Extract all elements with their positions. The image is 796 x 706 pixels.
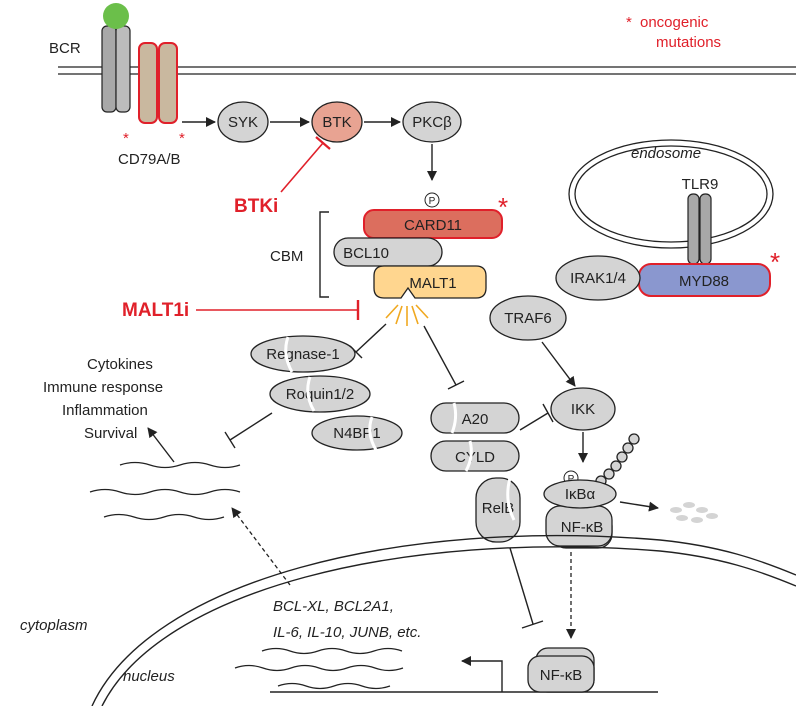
endosome-outer bbox=[568, 139, 774, 249]
legend-line1: oncogenic bbox=[640, 14, 709, 31]
roquin-label: Roquin1/2 bbox=[286, 386, 354, 403]
regnase-label: Regnase-1 bbox=[266, 346, 339, 363]
pkcb-label: PKCβ bbox=[412, 114, 452, 131]
arrow-traf6-ikk bbox=[541, 341, 576, 387]
regnase-node bbox=[250, 335, 356, 373]
relb-inhibits-bar bbox=[521, 620, 544, 629]
genes-line2: IL-6, IL-10, JUNB, etc. bbox=[273, 624, 421, 641]
ubiquitin-chain bbox=[595, 433, 640, 487]
traf6-label: TRAF6 bbox=[504, 310, 552, 327]
tlr9-label: TLR9 bbox=[682, 176, 719, 193]
card11-phospho-label: P bbox=[429, 196, 436, 207]
cd79-complex bbox=[138, 42, 178, 124]
cd79-mutation-left: * bbox=[123, 130, 129, 147]
nfkb-nuc-label: NF-κB bbox=[540, 667, 583, 684]
malt1-node bbox=[373, 265, 487, 299]
plasma-membrane bbox=[58, 66, 796, 75]
n4bp1-node bbox=[311, 415, 403, 451]
traf6-node bbox=[489, 295, 567, 341]
bcr-receptor bbox=[101, 3, 131, 113]
outcome-immune: Immune response bbox=[43, 379, 163, 396]
endosome-inner bbox=[574, 145, 768, 243]
cyld-label: CYLD bbox=[455, 449, 495, 466]
n4bp1-label: N4BP1 bbox=[333, 425, 381, 442]
nfkb-nuc-node bbox=[527, 655, 595, 693]
btki-inhibition bbox=[280, 136, 331, 193]
cyld-node bbox=[430, 440, 520, 472]
syk-label: SYK bbox=[228, 114, 258, 131]
cytoplasm-label: cytoplasm bbox=[20, 617, 88, 634]
outcome-inflammation: Inflammation bbox=[62, 402, 148, 419]
malt1-cleavage-inhibitions bbox=[349, 323, 465, 390]
cytoplasmic-mrna bbox=[89, 461, 241, 521]
pkcb-node bbox=[402, 101, 462, 143]
ikba-phospho-label: P bbox=[568, 474, 575, 485]
roquin-inhibits-mrna bbox=[229, 412, 273, 441]
substrate-cleavage-marks bbox=[284, 336, 378, 451]
nuclear-envelope bbox=[91, 535, 796, 706]
arrow-mrna-outcomes bbox=[147, 427, 175, 463]
roquin-node bbox=[269, 375, 371, 413]
malt1i-label: MALT1i bbox=[122, 300, 189, 321]
irak-node bbox=[555, 255, 641, 301]
ikk-node bbox=[550, 387, 616, 431]
legend-line2: mutations bbox=[656, 34, 721, 51]
antigen-circle bbox=[103, 3, 129, 29]
myd88-mutation: * bbox=[770, 247, 780, 277]
cleavage-marks bbox=[450, 402, 516, 521]
irak-label: IRAK1/4 bbox=[570, 270, 626, 287]
card11-phospho bbox=[424, 192, 440, 208]
btk-node bbox=[311, 101, 363, 143]
card11-node bbox=[363, 209, 503, 239]
a20-label: A20 bbox=[462, 411, 489, 428]
malt1-label: MALT1 bbox=[409, 275, 456, 292]
cd79-mutation-right: * bbox=[179, 130, 185, 147]
btk-label: BTK bbox=[322, 114, 351, 131]
nucleus-label: nucleus bbox=[123, 668, 175, 685]
genes-line1: BCL-XL, BCL2A1, bbox=[273, 598, 394, 615]
a20-inhibits-ikk-bar bbox=[542, 403, 554, 423]
ikk-label: IKK bbox=[571, 401, 595, 418]
cd79-label: CD79A/B bbox=[118, 151, 181, 168]
relb-label: RelB bbox=[482, 500, 515, 517]
ikba-label: IκBα bbox=[565, 486, 596, 503]
tlr9-left bbox=[687, 193, 700, 265]
myd88-label: MYD88 bbox=[679, 273, 729, 290]
card11-label: CARD11 bbox=[404, 217, 462, 234]
bcr-label: BCR bbox=[49, 40, 81, 57]
roquin-inhibits-bar bbox=[224, 431, 236, 449]
relb-inhibits-nfkb bbox=[509, 547, 534, 625]
bcl10-label: BCL10 bbox=[343, 245, 389, 262]
cbm-label: CBM bbox=[270, 248, 303, 265]
nfkb-cyto-label: NF-κB bbox=[561, 519, 604, 536]
btki-label: BTKi bbox=[234, 196, 278, 217]
syk-node bbox=[217, 101, 269, 143]
a20-inhibits-ikk bbox=[519, 412, 549, 431]
malt1-activity-rays bbox=[385, 304, 429, 326]
legend-asterisk: * bbox=[626, 14, 632, 31]
outcome-survival: Survival bbox=[84, 425, 137, 442]
outcome-cytokines: Cytokines bbox=[87, 356, 153, 373]
card11-mutation: * bbox=[498, 192, 508, 222]
transcription-arrow bbox=[461, 656, 503, 692]
ikba-node bbox=[543, 479, 617, 509]
degradation-fragments bbox=[670, 502, 718, 523]
endosome-label: endosome bbox=[631, 145, 701, 162]
arrow-nuclear-export bbox=[231, 507, 291, 586]
tlr9-right bbox=[699, 193, 712, 265]
cbm-bracket bbox=[319, 211, 329, 298]
nuclear-mrna bbox=[234, 647, 404, 690]
arrow-ikba-degradation bbox=[619, 501, 659, 512]
